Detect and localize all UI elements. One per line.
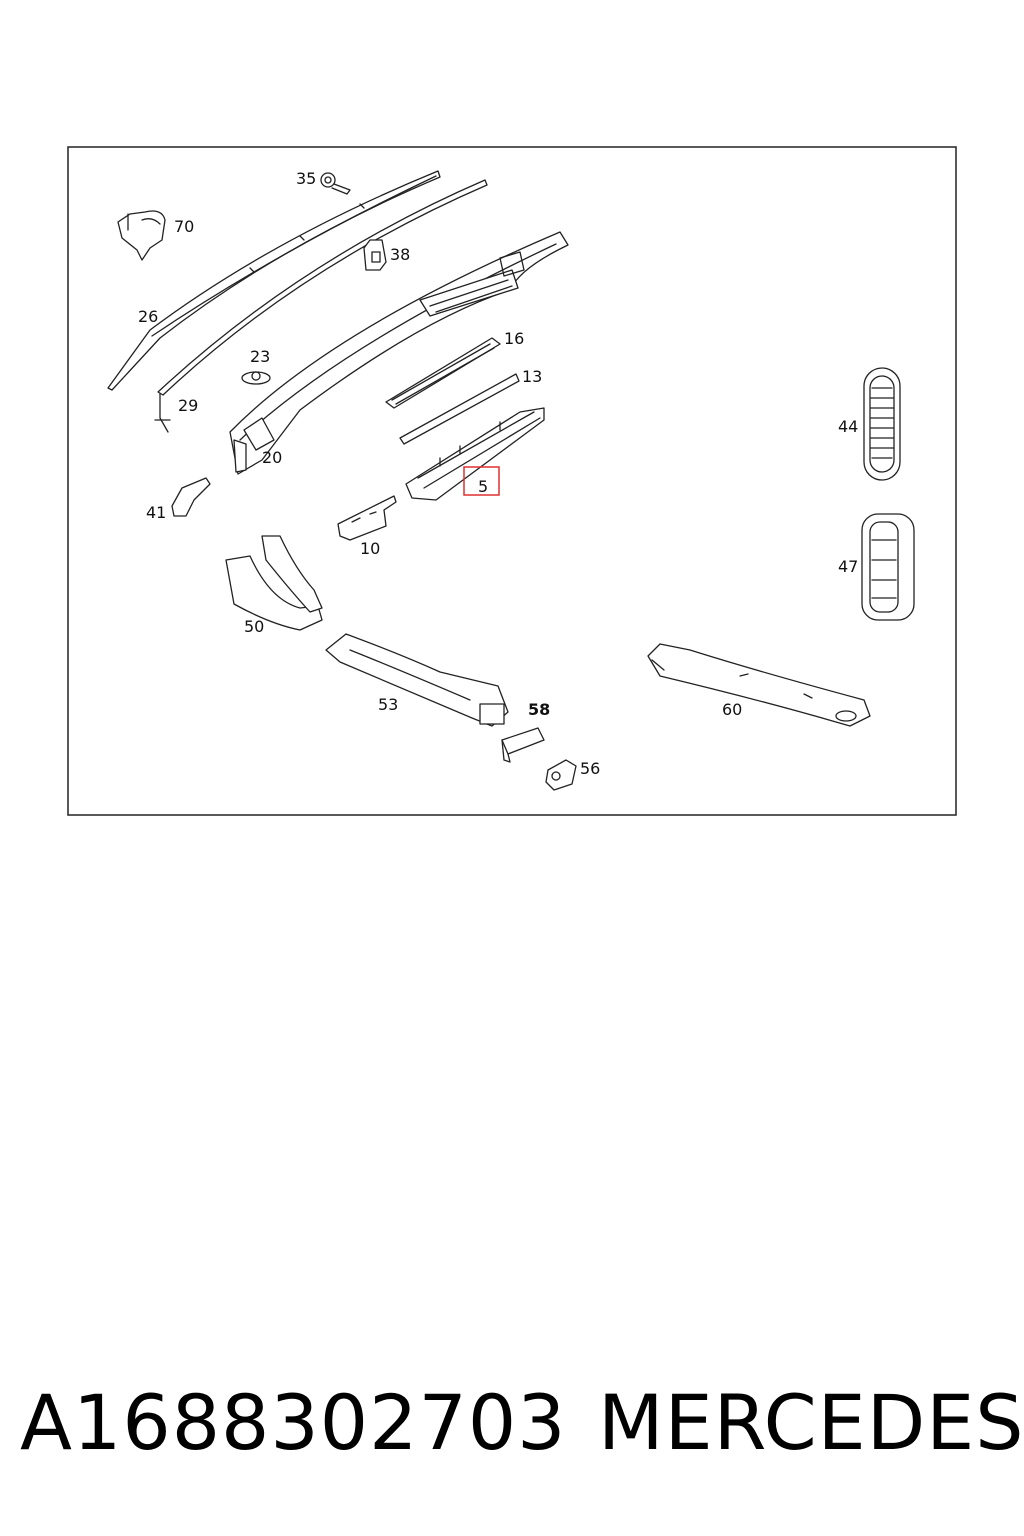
callout-41: 41: [146, 503, 166, 522]
callout-56: 56: [580, 759, 600, 778]
part-29-rod: [154, 179, 488, 433]
part-56-clip: [545, 759, 577, 791]
callout-13: 13: [522, 367, 542, 386]
callout-16: 16: [504, 329, 524, 348]
callout-26: 26: [138, 307, 158, 326]
part-47-vent-housing: [861, 513, 915, 621]
part-5-vent-duct: [405, 407, 545, 501]
callout-35: 35: [296, 169, 316, 188]
callout-50: 50: [244, 617, 264, 636]
callout-38: 38: [390, 245, 410, 264]
callout-29: 29: [178, 396, 198, 415]
part-number: A1688302703: [20, 1378, 567, 1467]
callout-10: 10: [360, 539, 380, 558]
part-50-air-duct: [225, 535, 323, 631]
parts-diagram: 35 70 38 26 16 23 13 29 20 44 5 41 10 47…: [67, 146, 957, 816]
callout-47: 47: [838, 557, 858, 576]
callout-53: 53: [378, 695, 398, 714]
callout-44: 44: [838, 417, 858, 436]
part-44-round-vent: [863, 367, 901, 481]
part-41-bracket: [171, 477, 211, 517]
callout-60: 60: [722, 700, 742, 719]
callout-70: 70: [174, 217, 194, 236]
callout-5: 5: [478, 477, 488, 496]
footer-caption: A1688302703 MERCEDES: [0, 1368, 1024, 1478]
part-20-dash-carrier: [229, 231, 569, 475]
part-10-bracket: [337, 495, 397, 541]
callout-20: 20: [262, 448, 282, 467]
diagram-frame: [67, 146, 957, 816]
callout-58: 58: [528, 700, 550, 719]
part-16-grille: [385, 337, 501, 409]
part-26-trim-strip: [107, 170, 441, 391]
brand-name: MERCEDES: [598, 1378, 1024, 1467]
part-58-vent: [501, 727, 545, 763]
part-23-grommet: [241, 371, 271, 385]
part-35-screw: [320, 172, 351, 195]
part-38-clip: [363, 239, 387, 271]
part-60-long-duct: [647, 643, 871, 727]
callout-23: 23: [250, 347, 270, 366]
part-13-strip: [399, 373, 520, 445]
highlight-box: [463, 466, 500, 496]
part-70-actuator: [117, 210, 166, 261]
part-53-air-duct: [325, 633, 509, 727]
